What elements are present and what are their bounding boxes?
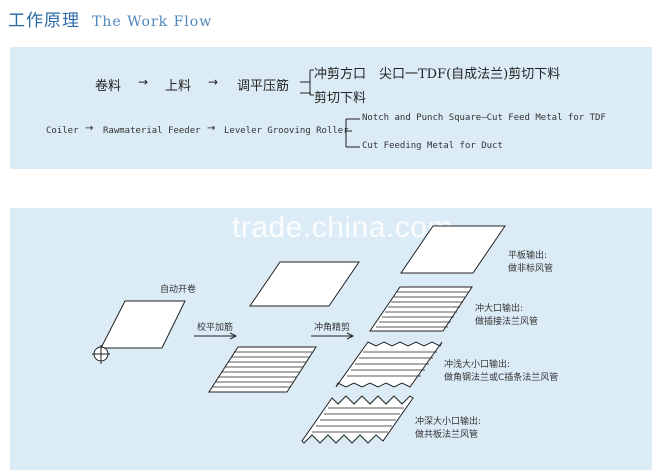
output-shallow-notch-sheet [335,341,443,388]
output-deep-notch-lines [312,407,404,433]
output-flat-sheet [400,225,506,274]
output-big-notch-lines [376,291,469,328]
flow-en-step-coiler: Coiler [46,126,79,136]
ribbed-sheet-lines [212,351,312,388]
flow-cn-step-level: 调平压筋 [237,79,290,94]
flow-en-branch-notch: Notch and Punch Square—Cut Feed Metal fo… [362,113,606,123]
output-deep-notch-sheet [301,395,414,444]
flow-cn-step-feed: 上料 [165,79,192,94]
arrow-level-icon [194,332,238,340]
arrow-icon: → [138,75,149,89]
flow-en-step-feeder: Rawmaterial Feeder [103,126,201,136]
flow-cn-branch-cut: 剪切下料 [314,91,367,106]
output-shallow-notch-lines [347,351,437,377]
page-title-cn: 工作原理 [8,11,80,31]
coil-sheet [100,300,186,349]
arrow-icon: → [208,75,219,89]
label-uncoil: 自动开卷 [160,285,197,295]
flow-en-branch-cut: Cut Feeding Metal for Duct [362,141,503,151]
ribbed-sheet [208,346,317,393]
branch-connector-cn [300,69,314,96]
arrow-punch-icon [311,332,355,340]
arrow-icon: → [85,123,94,134]
flow-en-step-leveler: Leveler Grooving Roller [224,126,349,136]
label-out-flat-1: 平板输出: [508,251,548,261]
label-level: 校平加筋 [197,323,234,333]
branch-connector-en [345,118,360,148]
output-big-notch-sheet [369,286,473,332]
label-out-big-2: 做插接法兰风管 [475,317,539,327]
page-title-en: The Work Flow [92,14,213,30]
workflow-text-panel [10,47,652,169]
label-out-flat-2: 做非标风管 [508,264,554,274]
label-out-deep-2: 做共板法兰风管 [415,430,479,440]
coil-crosshair [92,345,110,364]
label-out-shallow-1: 冲浅大小口输出: [444,360,511,370]
watermark: trade.china.com [232,211,453,244]
label-out-deep-1: 冲深大小口输出: [415,417,482,427]
label-out-big-1: 冲大口输出: [475,304,524,314]
arrow-icon: → [207,123,216,134]
plain-sheet [249,261,360,307]
label-out-shallow-2: 做角钢法兰或C插条法兰风管 [444,373,559,383]
flow-cn-step-coil: 卷料 [95,79,122,94]
label-punch: 冲角精剪 [314,323,351,333]
page-header: 工作原理 The Work Flow [8,6,212,32]
flow-cn-branch-notch: 冲剪方口 尖口一TDF(自成法兰)剪切下料 [314,67,561,82]
